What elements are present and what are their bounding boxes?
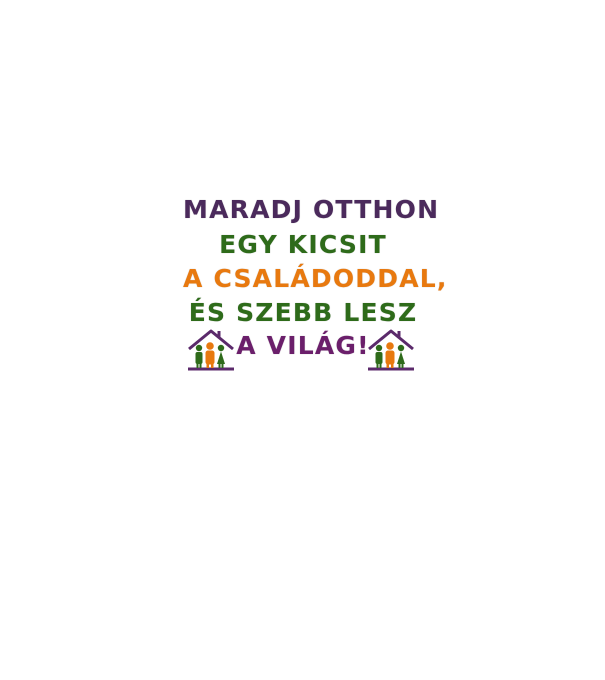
headline-line-3: A CSALÁDODDAL, (183, 264, 448, 293)
headline-line-1: MARADJ OTTHON (183, 195, 440, 224)
headline-line-4: ÉS SZEBB LESZ (188, 298, 418, 327)
headline-line-2: EGY KICSIT (219, 230, 387, 259)
poster: MARADJ OTTHON EGY KICSIT A CSALÁDODDAL, … (183, 193, 448, 373)
house-family-icon (188, 329, 234, 371)
house-family-icon (368, 329, 414, 371)
headline-line-5: A VILÁG! (236, 331, 370, 360)
